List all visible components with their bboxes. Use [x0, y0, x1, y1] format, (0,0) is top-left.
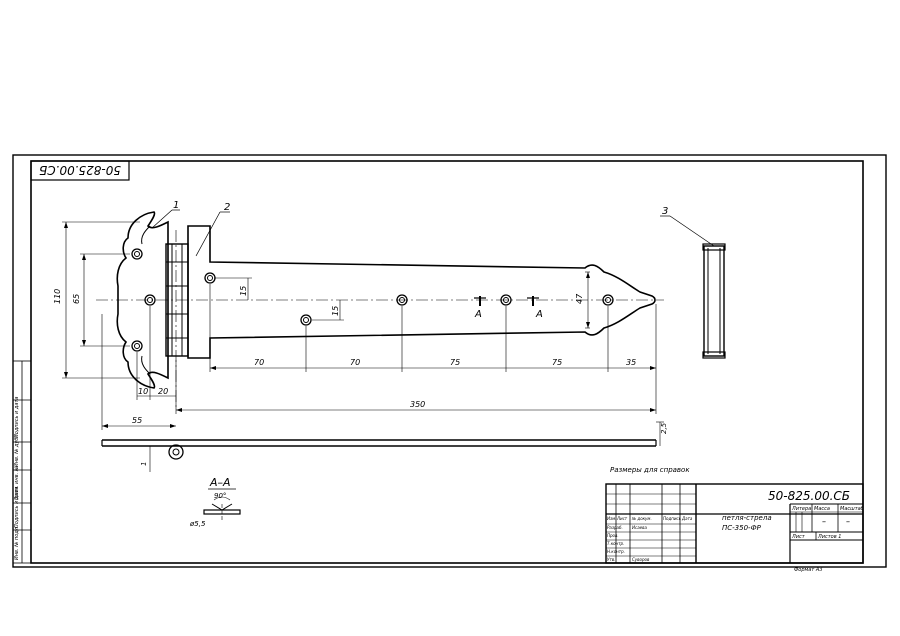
side-stamp-1: Инв. № подл. [14, 526, 20, 561]
top-code-stamp: 50-825.00.СБ [30, 160, 130, 181]
col-litera: Литера [791, 506, 811, 512]
reference-note: Размеры для справок [610, 466, 690, 474]
mass-dash: – [822, 517, 826, 526]
role-razrab: Разраб. [607, 525, 623, 530]
dim-10: 10 [138, 387, 148, 396]
dim-20: 20 [158, 387, 168, 396]
section-mark-right: А [535, 309, 543, 320]
drawing-frame [30, 160, 864, 564]
hdr-sign: Подпись [663, 516, 682, 521]
dimension-lines [62, 221, 657, 430]
section-cut-marks [474, 296, 539, 306]
dimension-arrows [64, 222, 656, 428]
side-stamp-3: Взам. инв. № [14, 466, 20, 500]
col-masshtab: Масштаб [840, 506, 864, 512]
hinge-side-view [101, 421, 664, 472]
side-stamp-2: Подпись и дата [14, 487, 20, 528]
top-code-text: 50-825.00.СБ [39, 163, 121, 177]
section-angle: 90° [214, 492, 226, 500]
name-utv: Суворов [632, 557, 650, 562]
hinge-plan-view: А А 1 2 3 [96, 200, 715, 410]
title-block [605, 483, 864, 564]
dim-350: 350 [410, 400, 425, 409]
side-stamp-4: Инв. № дубл. [14, 433, 20, 467]
col-massa: Масса [814, 506, 830, 512]
dim-55: 55 [132, 416, 142, 425]
item-name-2: ПС-350-ФР [722, 524, 762, 532]
hdr-izm: Изм. [607, 516, 616, 521]
role-nkontr: Н.контр. [607, 549, 625, 554]
hdr-doc: № докум. [631, 516, 652, 521]
hdr-list: Лист [616, 516, 628, 521]
role-utv: Утв. [607, 557, 615, 562]
sheets-label: Листов 1 [817, 534, 841, 540]
dim-70-a: 70 [254, 358, 264, 367]
hdr-date: Дата [681, 516, 693, 521]
dim-75-a: 75 [450, 358, 460, 367]
dim-70-b: 70 [350, 358, 360, 367]
dim-35: 35 [626, 358, 636, 367]
dim-2-5: 2,5 [660, 422, 668, 434]
role-prov: Пров. [607, 533, 619, 538]
section-hole: ø5,5 [189, 520, 206, 528]
dim-47: 47 [575, 293, 584, 304]
position-3-label: 3 [662, 206, 668, 217]
position-1-label: 1 [173, 200, 179, 211]
name-razrab: Исаева [632, 525, 647, 530]
leaf-2-outline [187, 225, 656, 359]
dim-1: 1 [140, 462, 148, 466]
dim-75-b: 75 [552, 358, 562, 367]
dim-15-a: 15 [239, 286, 248, 296]
dim-15-b: 15 [331, 306, 340, 316]
side-stamp [12, 360, 32, 564]
part-3-pin [702, 243, 726, 359]
dim-65: 65 [72, 294, 81, 304]
section-mark-left: А [474, 309, 482, 320]
format-label: Формат А3 [794, 567, 822, 573]
section-a-a: А–А 90° ø5,5 [189, 476, 241, 528]
position-2-label: 2 [224, 202, 230, 213]
role-tkontr: Т.контр. [607, 541, 624, 546]
section-title: А–А [209, 476, 231, 489]
scale-dash: – [846, 517, 850, 526]
title-block-code: 50-825.00.СБ [768, 489, 850, 503]
dim-110: 110 [53, 289, 62, 304]
leaf-1-outline [116, 211, 169, 389]
side-stamp-5: Подпись и дата [14, 397, 20, 438]
item-name-1: петля-стрела [722, 514, 772, 522]
sheet-label: Лист [791, 534, 806, 540]
